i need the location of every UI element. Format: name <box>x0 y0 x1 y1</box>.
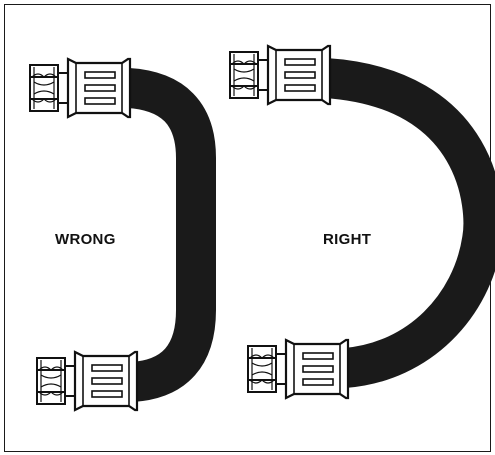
hose-fitting-icon <box>35 350 139 412</box>
wrong-label: WRONG <box>55 231 116 248</box>
hose-fitting-icon <box>228 44 332 106</box>
hose-fitting-icon <box>28 57 132 119</box>
hose-icon <box>323 58 495 388</box>
right-hose-assembly <box>228 44 495 400</box>
hose-fitting-icon <box>246 338 350 400</box>
hose-icon <box>126 68 216 402</box>
right-label: RIGHT <box>323 231 372 248</box>
wrong-hose-assembly <box>28 57 216 412</box>
